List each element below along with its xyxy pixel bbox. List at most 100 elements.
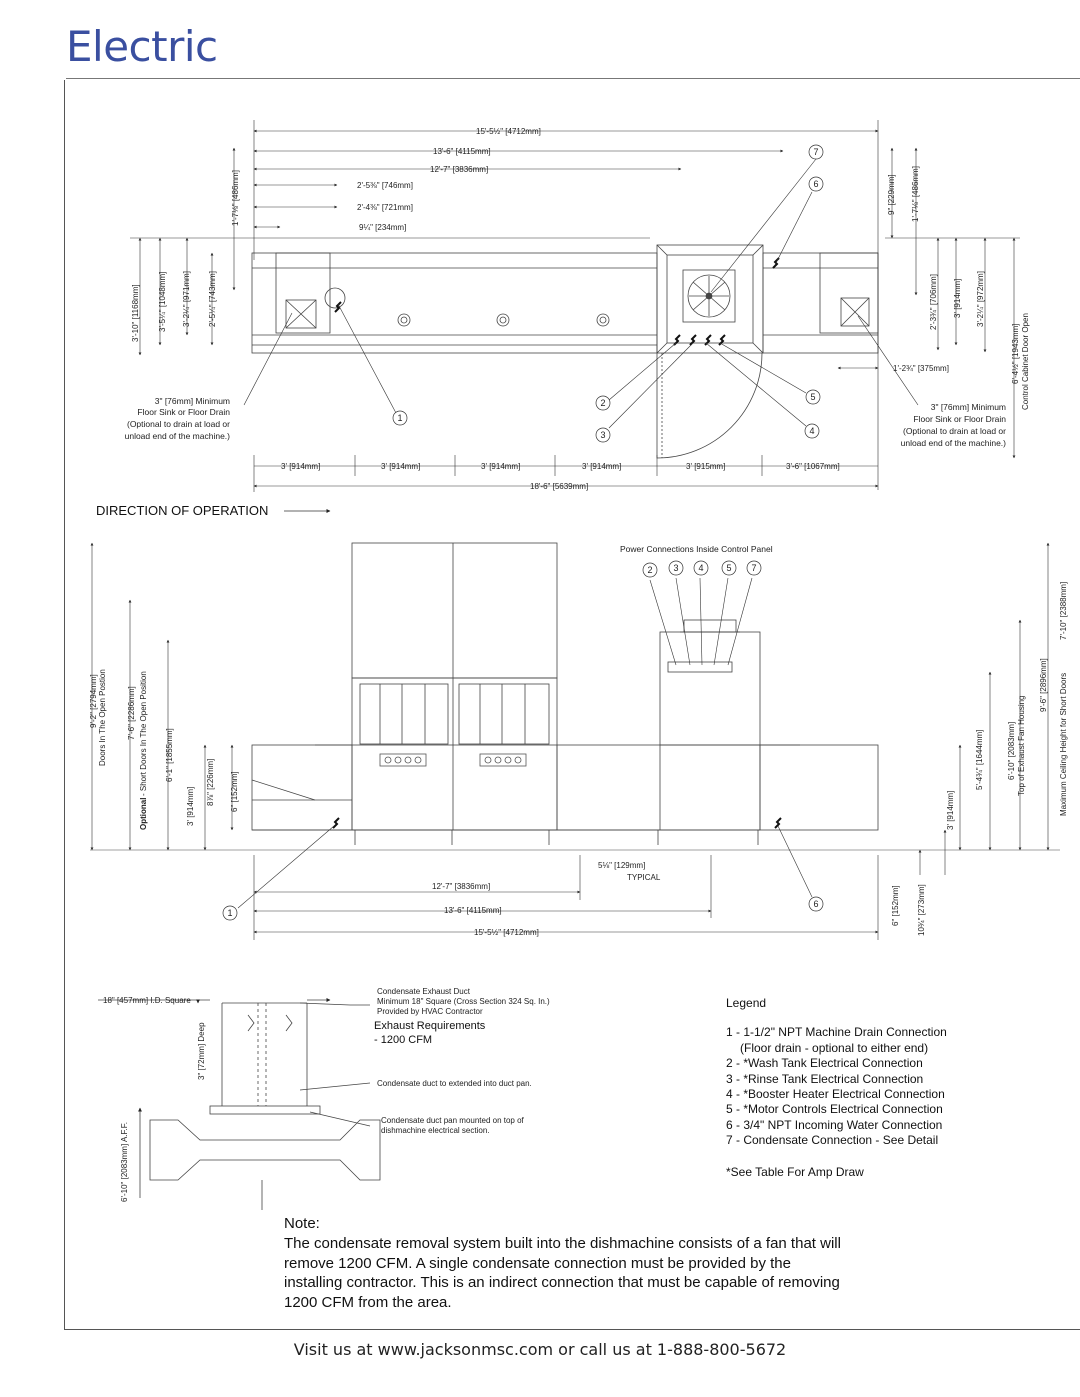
exhaust-requirements-value: - 1200 CFM	[374, 1034, 433, 1046]
callout-circle-3	[595, 427, 611, 443]
elev-right-dim-5: 7'-10" [2388mm]	[1059, 582, 1068, 640]
plan-dimension-texts: 15'-5½" [4712mm] 13'-6" [4115mm] 12'-7" …	[125, 127, 1030, 491]
note-block: Note: The condensate removal system buil…	[284, 1214, 844, 1312]
plan-view	[251, 244, 879, 459]
plan-dim-4: 2'-5⅜" [746mm]	[357, 181, 413, 190]
duct-square-label: 18" [457mm] I.D. Square	[103, 996, 191, 1005]
legend-item: 7 - Condensate Connection - See Detail	[726, 1133, 939, 1148]
drain-note-right-1: 3" [76mm] Minimum	[931, 402, 1006, 412]
drain-note-right-2: Floor Sink or Floor Drain	[913, 414, 1006, 424]
direction-of-operation-label: DIRECTION OF OPERATION	[96, 503, 269, 518]
plan-bottom-dim-5: 3' [915mm]	[686, 462, 725, 471]
drain-note-left-2: Floor Sink or Floor Drain	[137, 407, 230, 417]
elev-left-dim-2-optional: Optional	[139, 798, 148, 830]
plan-dim-5: 2'-4⅜" [721mm]	[357, 203, 413, 212]
duct-detail-texts: 18" [457mm] I.D. Square 3" [72mm] Deep 6…	[103, 987, 550, 1202]
elev-left-dim-6: 6" [152mm]	[230, 771, 239, 812]
power-callout-circle-7	[746, 560, 762, 576]
legend-footnote: *See Table For Amp Draw	[726, 1164, 864, 1179]
elev-bottom-dim-2: 12'-7" [3836mm]	[432, 882, 490, 891]
callout-num-2: 2	[600, 398, 605, 408]
legend-item: 4 - *Booster Heater Electrical Connectio…	[726, 1087, 945, 1102]
note-body: The condensate removal system built into…	[284, 1235, 841, 1311]
legend-item: 6 - 3/4" NPT Incoming Water Connection	[726, 1117, 943, 1132]
elev-right-dim-2: 5'-4¾" [1644mm]	[975, 730, 984, 790]
callout-circle-1	[392, 410, 408, 426]
plan-right-dim-5: 3'-2¼" [972mm]	[976, 271, 985, 327]
callout-num-1: 1	[397, 413, 402, 423]
elev-callout-1: 1	[227, 908, 232, 918]
power-callout-circle-4	[693, 560, 709, 576]
power-callout-3: 3	[673, 563, 678, 573]
elev-right-dim-6: 6" [152mm]	[891, 885, 900, 926]
power-callout-circle-3	[668, 560, 684, 576]
duct-note-6: dishmachine electrical section.	[381, 1126, 490, 1135]
drawing-frame	[64, 80, 1080, 1330]
elev-bottom-dim-3: 13'-6" [4115mm]	[444, 906, 502, 915]
elev-left-dim-3: 6'-1" [1855mm]	[165, 728, 174, 782]
plan-left-dim-2: 3'-10" [1168mm]	[131, 284, 140, 342]
elev-left-dim-2: 7'-6" [2286mm]	[127, 686, 136, 740]
drain-note-right-4: unload end of the machine.)	[901, 438, 1007, 448]
plan-right-dim-6: 6'-4½" [1943mm]	[1011, 324, 1020, 384]
elev-left-dim-1-note: Doors In The Open Postion	[98, 669, 107, 766]
duct-depth-label: 3" [72mm] Deep	[197, 1022, 206, 1080]
plan-right-vertical-label: Control Cabinet Door Open	[1021, 313, 1030, 410]
duct-aff-label: 6'-10" [2083mm] A.F.F.	[120, 1122, 129, 1202]
elev-callout-6: 6	[813, 899, 818, 909]
plan-dimension-lines	[130, 120, 1020, 492]
elev-right-dim-3-note: Top of Exhaust Fan Housing	[1017, 695, 1026, 796]
callout-circle-5	[805, 389, 821, 405]
plan-bottom-dim-6: 3'-6" [1067mm]	[786, 462, 840, 471]
note-title: Note:	[284, 1215, 320, 1232]
elev-bottom-dim-1: 5⅛" [129mm]	[598, 861, 645, 870]
footer-contact: Visit us at www.jacksonmsc.com or call u…	[293, 1340, 787, 1359]
callout-circle-4	[804, 423, 820, 439]
plan-dim-2: 13'-6" [4115mm]	[433, 147, 491, 156]
elev-right-dim-3: 6'-10" [2083mm]	[1007, 722, 1016, 780]
plan-callout-numbers: 7 6 1 2 3 5 4	[397, 147, 818, 440]
title-rule	[66, 78, 1080, 79]
power-connections-label: Power Connections Inside Control Panel	[620, 544, 773, 554]
plan-right-dim-3: 2'-3¾" [706mm]	[929, 274, 938, 330]
plan-dim-overall-top: 15'-5½" [4712mm]	[476, 127, 541, 136]
plan-right-dim-2: 1'-7⅛" [486mm]	[911, 166, 920, 222]
duct-note-4: Condensate duct to extended into duct pa…	[377, 1079, 532, 1088]
legend-title: Legend	[726, 996, 767, 1010]
elev-right-dim-4-note: Maximum Ceiling Height for Short Doors	[1059, 673, 1068, 816]
plan-callouts	[392, 144, 824, 443]
drain-note-left-3: (Optional to drain at load or	[127, 419, 230, 429]
plan-dim-3: 12'-7" [3836mm]	[430, 165, 488, 174]
elevation-dimension-texts: Power Connections Inside Control Panel 9…	[89, 544, 1068, 937]
callout-num-3: 3	[600, 430, 605, 440]
plan-right-dim-1: 9" [229mm]	[887, 174, 896, 215]
elevation-callouts	[222, 560, 824, 921]
callout-circle-7	[808, 144, 824, 160]
duct-note-3: Provided by HVAC Contractor	[377, 1007, 483, 1016]
duct-detail	[98, 998, 381, 1210]
elevation-view	[90, 542, 1060, 851]
elev-bottom-dim-4: 15'-5½" [4712mm]	[474, 928, 539, 937]
plan-bottom-dim-3: 3' [914mm]	[481, 462, 520, 471]
elev-right-dim-4: 9'-6" [2896mm]	[1039, 658, 1048, 712]
duct-note-2: Minimum 18" Square (Cross Section 324 Sq…	[377, 997, 550, 1006]
page-title: Electric	[66, 22, 218, 71]
plan-bottom-dim-4: 3' [914mm]	[582, 462, 621, 471]
elev-left-dim-5: 8⅞" [226mm]	[206, 759, 215, 806]
power-callout-2: 2	[647, 565, 652, 575]
elev-callout-circle-6	[808, 896, 824, 912]
callout-num-7: 7	[813, 147, 818, 157]
plan-left-dim-1: 1'-7⅛" [486mm]	[231, 170, 240, 226]
elev-left-dim-1: 9'-2" [2794mm]	[89, 674, 98, 728]
plan-bottom-dim-1: 3' [914mm]	[281, 462, 320, 471]
power-callout-circle-5	[721, 560, 737, 576]
elev-left-dim-4: 3' [914mm]	[186, 787, 195, 826]
legend: Legend 1 - 1-1/2" NPT Machine Drain Conn…	[726, 996, 947, 1180]
callout-num-4: 4	[809, 426, 814, 436]
callout-num-5: 5	[810, 392, 815, 402]
elev-right-dim-7: 10¾" [273mm]	[917, 884, 926, 936]
exhaust-requirements: Exhaust Requirements - 1200 CFM	[374, 1019, 485, 1047]
plan-right-dim-4: 3' [914mm]	[953, 279, 962, 318]
power-callout-7: 7	[751, 563, 756, 573]
legend-item: 5 - *Motor Controls Electrical Connectio…	[726, 1102, 943, 1117]
